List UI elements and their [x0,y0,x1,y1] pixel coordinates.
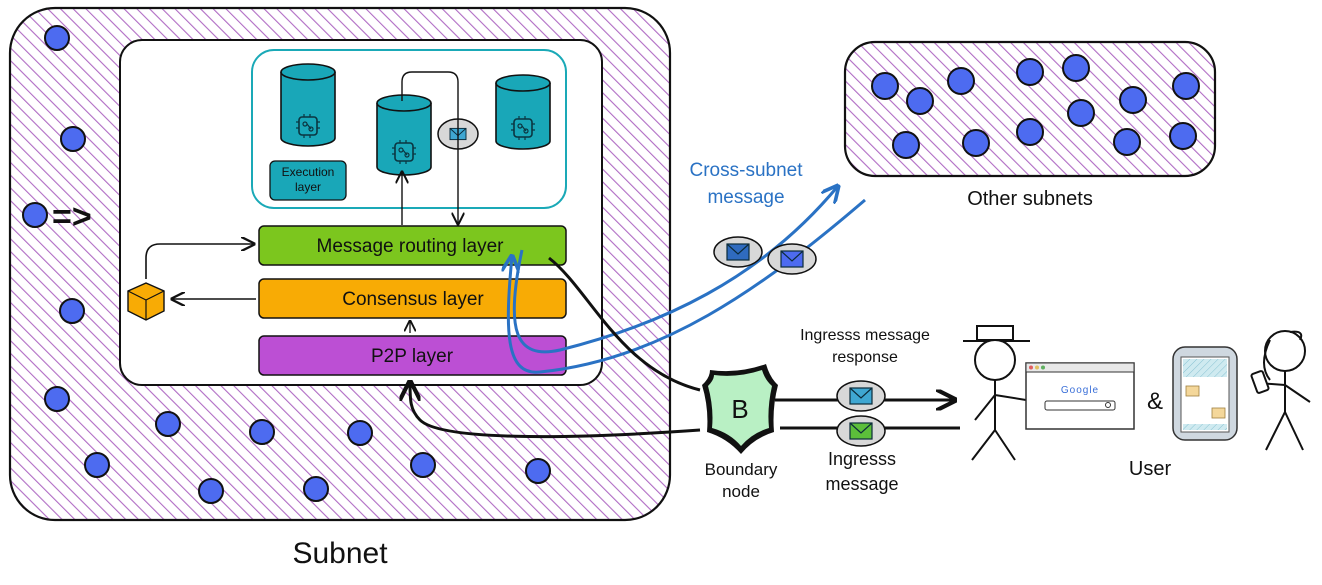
other-subnet-node [1062,54,1090,82]
other-subnets-label: Other subnets [967,188,1093,210]
subnet-label: Subnet [292,537,388,570]
subnet-node [410,452,436,478]
other-subnet-node [906,87,934,115]
other-subnet-node [962,129,990,157]
subnet-node [44,386,70,412]
other-subnet-node [1067,99,1095,127]
cross-subnet-envelope-2-icon [767,243,817,275]
other-subnet-node [1113,128,1141,156]
cross-subnet-label-line1: Cross-subnet [690,160,804,181]
block-cube-icon [127,282,165,321]
other-subnet-node [871,72,899,100]
node-pointer-circle [22,202,48,228]
user-stick-figure-hair-icon [1250,330,1311,451]
other-subnet-node [1172,72,1200,100]
cross-subnet-label-line2: message [707,187,784,208]
canister-3-icon [495,74,551,150]
message-routing-layer-label: Message routing layer [317,236,505,257]
other-subnet-node [1016,58,1044,86]
other-subnet-node [1016,118,1044,146]
execution-label-line1: Execution [282,165,335,179]
subnet-node [44,25,70,51]
ingress-label-line1: Ingresss [828,449,896,469]
ampersand-label: & [1147,388,1163,415]
subnet-node [198,478,224,504]
subnet-node [60,126,86,152]
ingress-response-envelope-icon [836,380,886,412]
subnet-node [59,298,85,324]
other-subnet-node [892,131,920,159]
other-subnet-node [947,67,975,95]
boundary-label-line1: Boundary [705,460,778,479]
subnet-node [84,452,110,478]
node-pointer-arrow: => [52,198,92,236]
ingress-label-line2: message [825,474,898,494]
ingress-response-label-line2: response [832,349,898,366]
ingress-response-label-line1: Ingresss message [800,327,930,344]
subnet-node [347,420,373,446]
response-to-boundary-path [548,256,701,392]
other-subnet-node [1169,122,1197,150]
mobile-phone-icon [1172,346,1238,441]
consensus-layer-label: Consensus layer [342,289,484,310]
ingress-message-envelope-icon [836,415,886,447]
execution-label-line2: layer [295,180,321,194]
subnet-node [249,419,275,445]
p2p-layer-label: P2P layer [371,346,454,367]
boundary-node-shield-icon [702,364,778,454]
canister-2-icon [376,94,432,176]
block-to-routing-arrow [145,244,254,279]
subnet-node [525,458,551,484]
canister-1-icon [280,63,336,147]
boundary-badge-letter: B [731,394,748,424]
subnet-nodes [44,25,551,504]
subnet-node [155,411,181,437]
browser-search-logo: Google [1061,385,1099,396]
p2p-layer [258,335,567,376]
canister-to-routing-arrow [401,71,458,224]
other-subnet-node [1119,86,1147,114]
user-stick-figure-hat-icon [963,325,1030,461]
boundary-to-p2p-arrow [410,382,701,439]
execution-label-box [269,160,347,201]
boundary-label-line2: node [722,482,760,501]
other-subnet-nodes [871,54,1200,159]
message-routing-layer [258,225,567,266]
consensus-layer [258,278,567,319]
browser-window-icon [1025,362,1135,430]
user-label: User [1129,458,1172,480]
cross-subnet-envelope-icon [713,236,763,268]
subnet-node [303,476,329,502]
